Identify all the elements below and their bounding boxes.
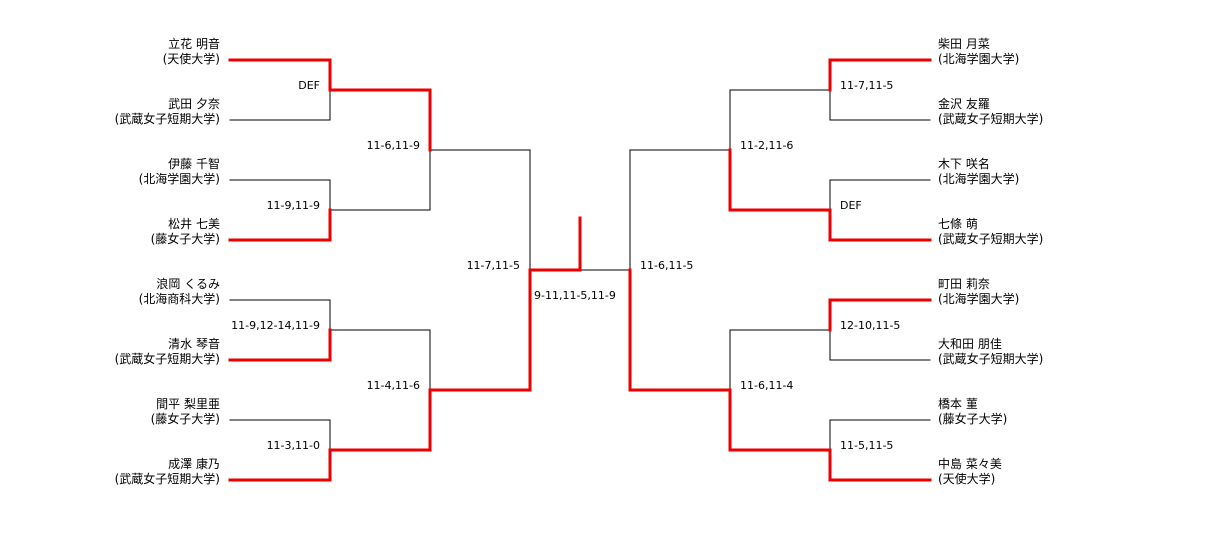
player-name: 松井 七美 [168, 217, 220, 231]
score-left-r2-2: 11-4,11-6 [366, 379, 420, 392]
player-school: (武蔵女子短期大学) [938, 352, 1044, 366]
score-left-r3: 11-7,11-5 [466, 259, 520, 272]
player-name: 町田 莉奈 [938, 277, 990, 291]
player-left-7: 間平 梨里亜 (藤女子大学) [60, 397, 220, 427]
player-school: (武蔵女子短期大学) [114, 472, 220, 486]
player-school: (北海学園大学) [938, 292, 1020, 306]
player-school: (武蔵女子短期大学) [114, 352, 220, 366]
player-name: 間平 梨里亜 [156, 397, 220, 411]
score-right-r1-2: DEF [840, 199, 862, 212]
score-right-r2-1: 11-2,11-6 [740, 139, 794, 152]
player-name: 柴田 月菜 [938, 37, 990, 51]
player-right-8: 中島 菜々美 (天使大学) [938, 457, 1138, 487]
player-name: 武田 夕奈 [168, 97, 220, 111]
player-name: 清水 琴音 [168, 337, 220, 351]
player-school: (北海学園大学) [938, 172, 1020, 186]
player-name: 木下 咲名 [938, 157, 990, 171]
player-name: 金沢 友羅 [938, 97, 990, 111]
player-name: 成澤 康乃 [168, 457, 220, 471]
player-name: 立花 明音 [168, 37, 220, 51]
score-right-r1-1: 11-7,11-5 [840, 79, 894, 92]
player-name: 浪岡 くるみ [156, 277, 220, 291]
player-right-7: 橋本 菫 (藤女子大学) [938, 397, 1138, 427]
score-left-r1-2: 11-9,11-9 [266, 199, 320, 212]
player-right-3: 木下 咲名 (北海学園大学) [938, 157, 1138, 187]
player-school: (北海学園大学) [138, 172, 220, 186]
score-right-r2-2: 11-6,11-4 [740, 379, 794, 392]
player-name: 伊藤 千智 [168, 157, 220, 171]
player-name: 中島 菜々美 [938, 457, 1002, 471]
score-right-r1-4: 11-5,11-5 [840, 439, 894, 452]
player-left-3: 伊藤 千智 (北海学園大学) [60, 157, 220, 187]
player-name: 橋本 菫 [938, 397, 978, 411]
player-school: (武蔵女子短期大学) [114, 112, 220, 126]
player-school: (藤女子大学) [150, 232, 220, 246]
score-left-r1-3: 11-9,12-14,11-9 [231, 319, 320, 332]
player-school: (天使大学) [938, 472, 996, 486]
player-right-5: 町田 莉奈 (北海学園大学) [938, 277, 1138, 307]
score-left-r1-4: 11-3,11-0 [266, 439, 320, 452]
player-left-6: 清水 琴音 (武蔵女子短期大学) [60, 337, 220, 367]
player-school: (藤女子大学) [938, 412, 1008, 426]
player-left-5: 浪岡 くるみ (北海商科大学) [60, 277, 220, 307]
player-right-2: 金沢 友羅 (武蔵女子短期大学) [938, 97, 1138, 127]
player-school: (北海商科大学) [138, 292, 220, 306]
player-school: (藤女子大学) [150, 412, 220, 426]
player-left-1: 立花 明音 (天使大学) [60, 37, 220, 67]
player-school: (北海学園大学) [938, 52, 1020, 66]
player-right-4: 七條 萌 (武蔵女子短期大学) [938, 217, 1138, 247]
player-school: (天使大学) [162, 52, 220, 66]
score-left-r2-1: 11-6,11-9 [366, 139, 420, 152]
player-left-2: 武田 夕奈 (武蔵女子短期大学) [60, 97, 220, 127]
player-right-1: 柴田 月菜 (北海学園大学) [938, 37, 1138, 67]
player-left-4: 松井 七美 (藤女子大学) [60, 217, 220, 247]
player-name: 大和田 朋佳 [938, 337, 1002, 351]
player-school: (武蔵女子短期大学) [938, 112, 1044, 126]
player-left-8: 成澤 康乃 (武蔵女子短期大学) [60, 457, 220, 487]
score-right-r1-3: 12-10,11-5 [840, 319, 901, 332]
player-school: (武蔵女子短期大学) [938, 232, 1044, 246]
score-right-r3: 11-6,11-5 [640, 259, 694, 272]
score-final: 9-11,11-5,11-9 [534, 289, 616, 302]
player-name: 七條 萌 [938, 217, 978, 231]
player-right-6: 大和田 朋佳 (武蔵女子短期大学) [938, 337, 1138, 367]
score-left-r1-1: DEF [298, 79, 320, 92]
